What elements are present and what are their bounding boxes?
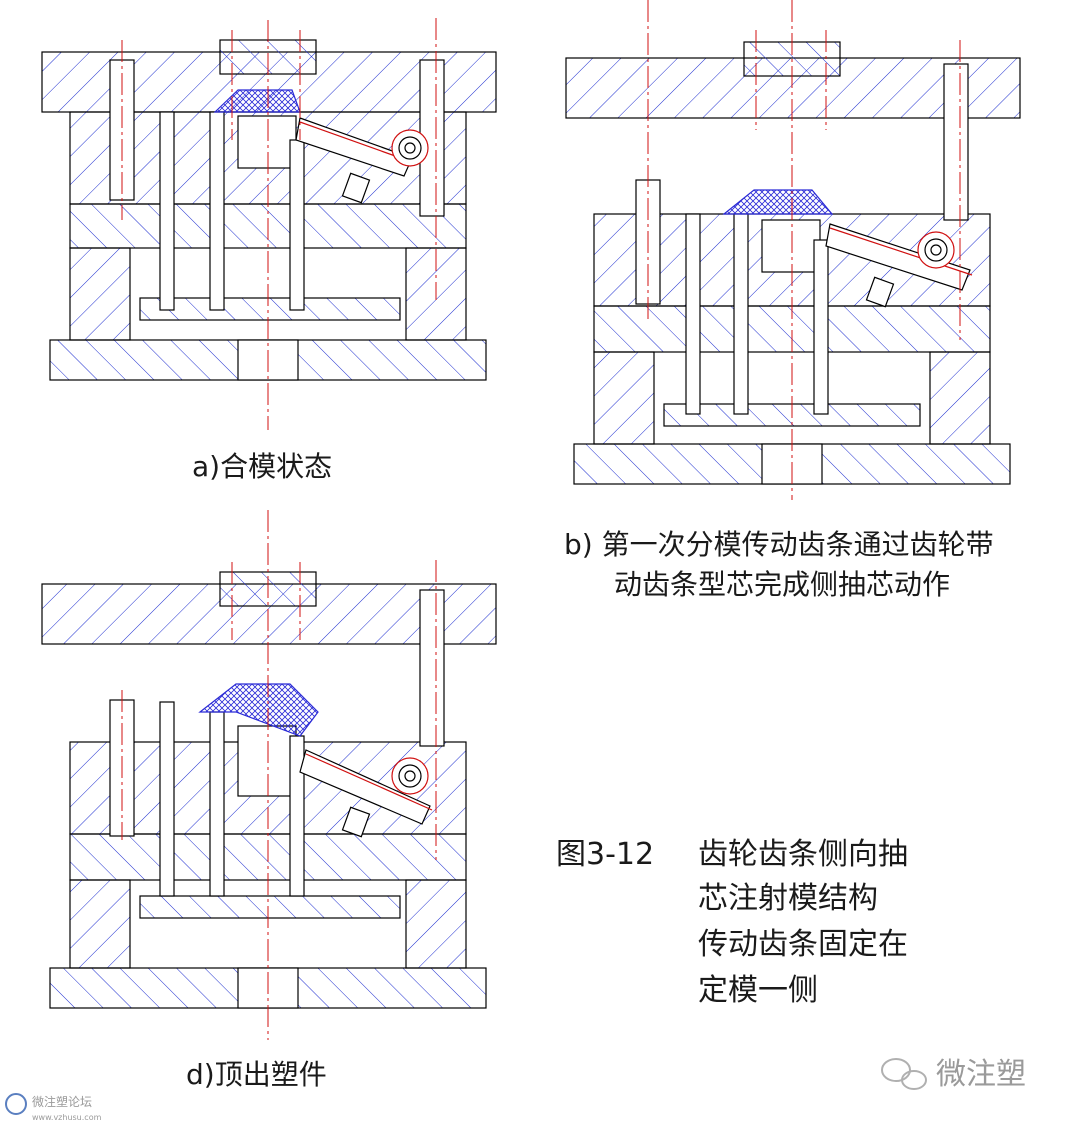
mold-view-ejection <box>41 510 497 1040</box>
figure-title-line1: 齿轮齿条侧向抽 <box>698 837 908 872</box>
caption-b-line1: b) 第一次分模传动齿条通过齿轮带 <box>564 528 994 561</box>
watermark-wechat: 微注塑 <box>881 1057 1026 1092</box>
forum-url: www.vzhusu.com <box>32 1113 102 1122</box>
caption-a: a)合模状态 <box>192 450 332 483</box>
figure-title-line4: 定模一侧 <box>698 973 818 1008</box>
caption-d: d)顶出塑件 <box>186 1058 327 1091</box>
watermark-forum: 微注塑论坛 www.vzhusu.com <box>5 1093 102 1122</box>
figure-title-line3: 传动齿条固定在 <box>698 927 908 962</box>
figure-number: 图3-12 <box>556 837 654 872</box>
caption-b-line2: 动齿条型芯完成侧抽芯动作 <box>614 568 950 601</box>
figure-title-line2: 芯注射模结构 <box>698 881 878 916</box>
wechat-icon <box>881 1058 927 1090</box>
watermark-text: 微注塑 <box>936 1057 1026 1092</box>
mold-view-closed <box>41 18 497 430</box>
forum-logo-icon <box>5 1093 27 1115</box>
mold-view-core-pulling <box>565 0 1021 500</box>
forum-name: 微注塑论坛 <box>32 1094 92 1109</box>
